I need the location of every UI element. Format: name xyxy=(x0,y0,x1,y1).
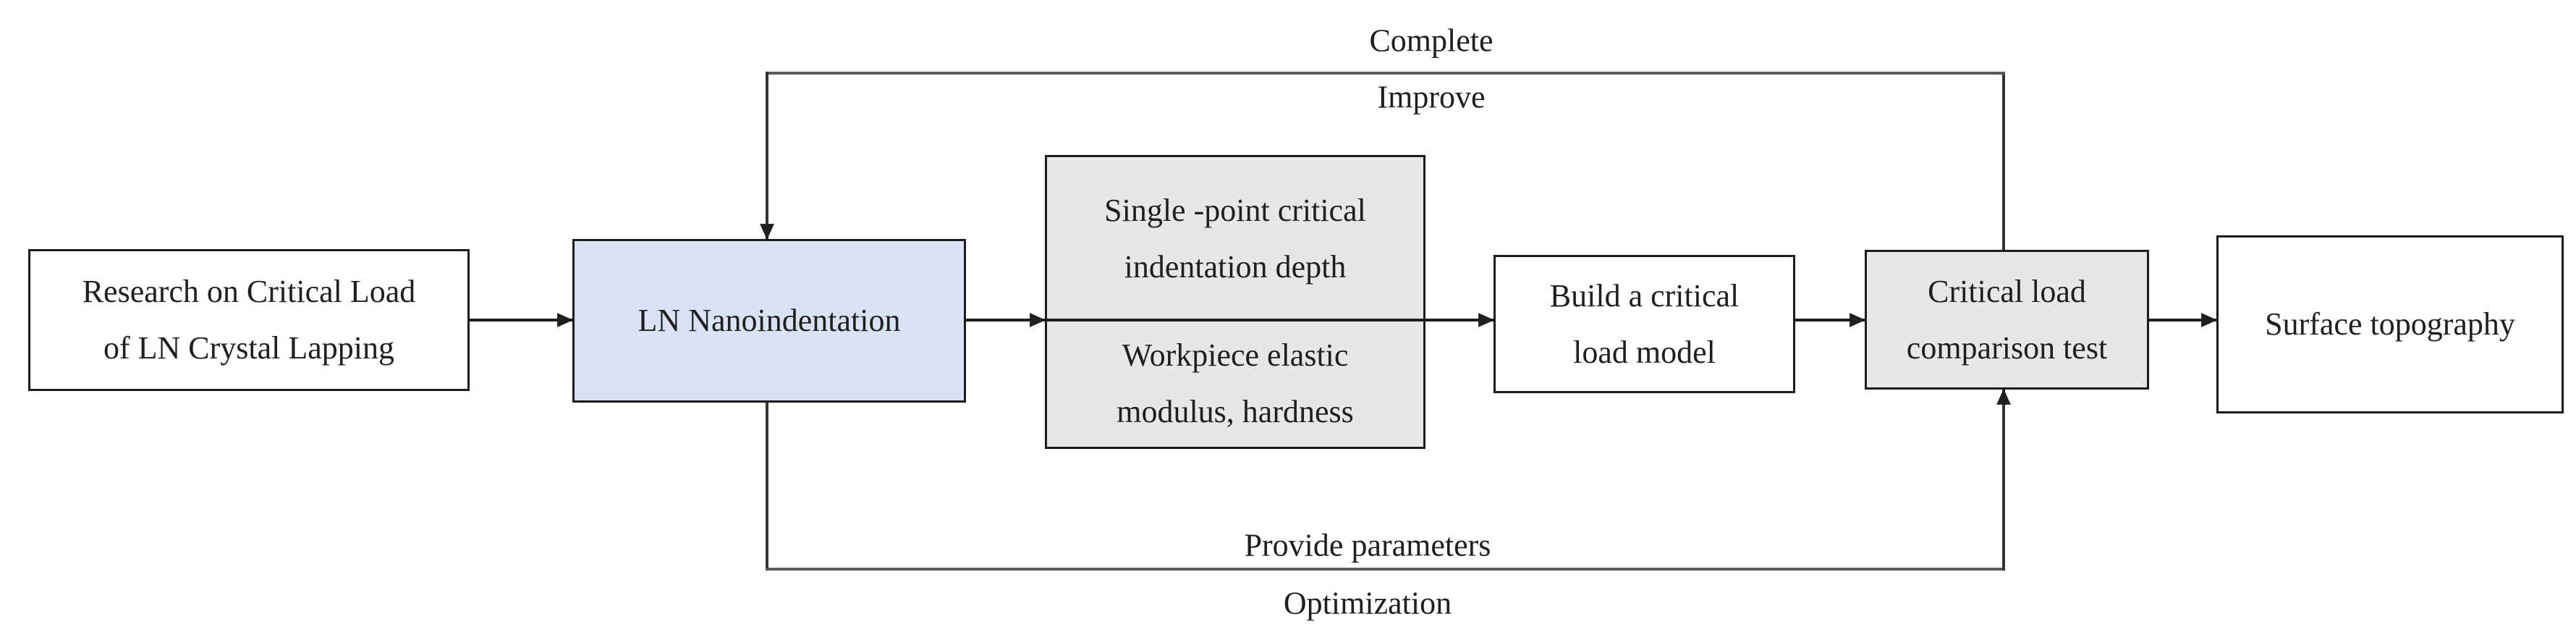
params-top-line-1: Single -point critical xyxy=(1104,192,1366,228)
node-surface-label: Surface topography xyxy=(2265,306,2515,342)
indentation-parameters-bottom-cell: Workpiece elastic modulus, hardness xyxy=(1047,320,1423,447)
node-build-line-2: load model xyxy=(1573,334,1716,370)
node-build-line-1: Build a critical xyxy=(1549,277,1740,314)
indentation-parameters-top-cell: Single -point critical indentation depth xyxy=(1047,157,1423,320)
params-bottom-line-2: modulus, hardness xyxy=(1117,393,1354,429)
label-provide-parameters: Provide parameters xyxy=(1244,527,1491,563)
node-comparison-line-2: comparison test xyxy=(1906,329,2108,366)
node-nanoindentation-label: LN Nanoindentation xyxy=(637,303,901,338)
label-improve: Improve xyxy=(1377,79,1486,115)
node-comparison-line-1: Critical load xyxy=(1928,273,2086,309)
node-research: Research on Critical Load of LN Crystal … xyxy=(28,249,470,391)
params-top-line-2: indentation depth xyxy=(1124,248,1347,285)
label-optimization: Optimization xyxy=(1283,585,1452,621)
node-indentation-parameters: Single -point critical indentation depth… xyxy=(1045,155,1425,449)
params-bottom-line-1: Workpiece elastic xyxy=(1122,337,1349,373)
label-complete: Complete xyxy=(1369,22,1494,59)
node-research-line-2: of LN Crystal Lapping xyxy=(103,330,395,366)
node-research-line-1: Research on Critical Load xyxy=(82,274,416,309)
node-surface-topography: Surface topography xyxy=(2216,235,2564,413)
node-comparison-test: Critical load comparison test xyxy=(1865,250,2149,390)
node-build-model: Build a critical load model xyxy=(1494,255,1795,393)
node-nanoindentation: LN Nanoindentation xyxy=(572,239,966,403)
